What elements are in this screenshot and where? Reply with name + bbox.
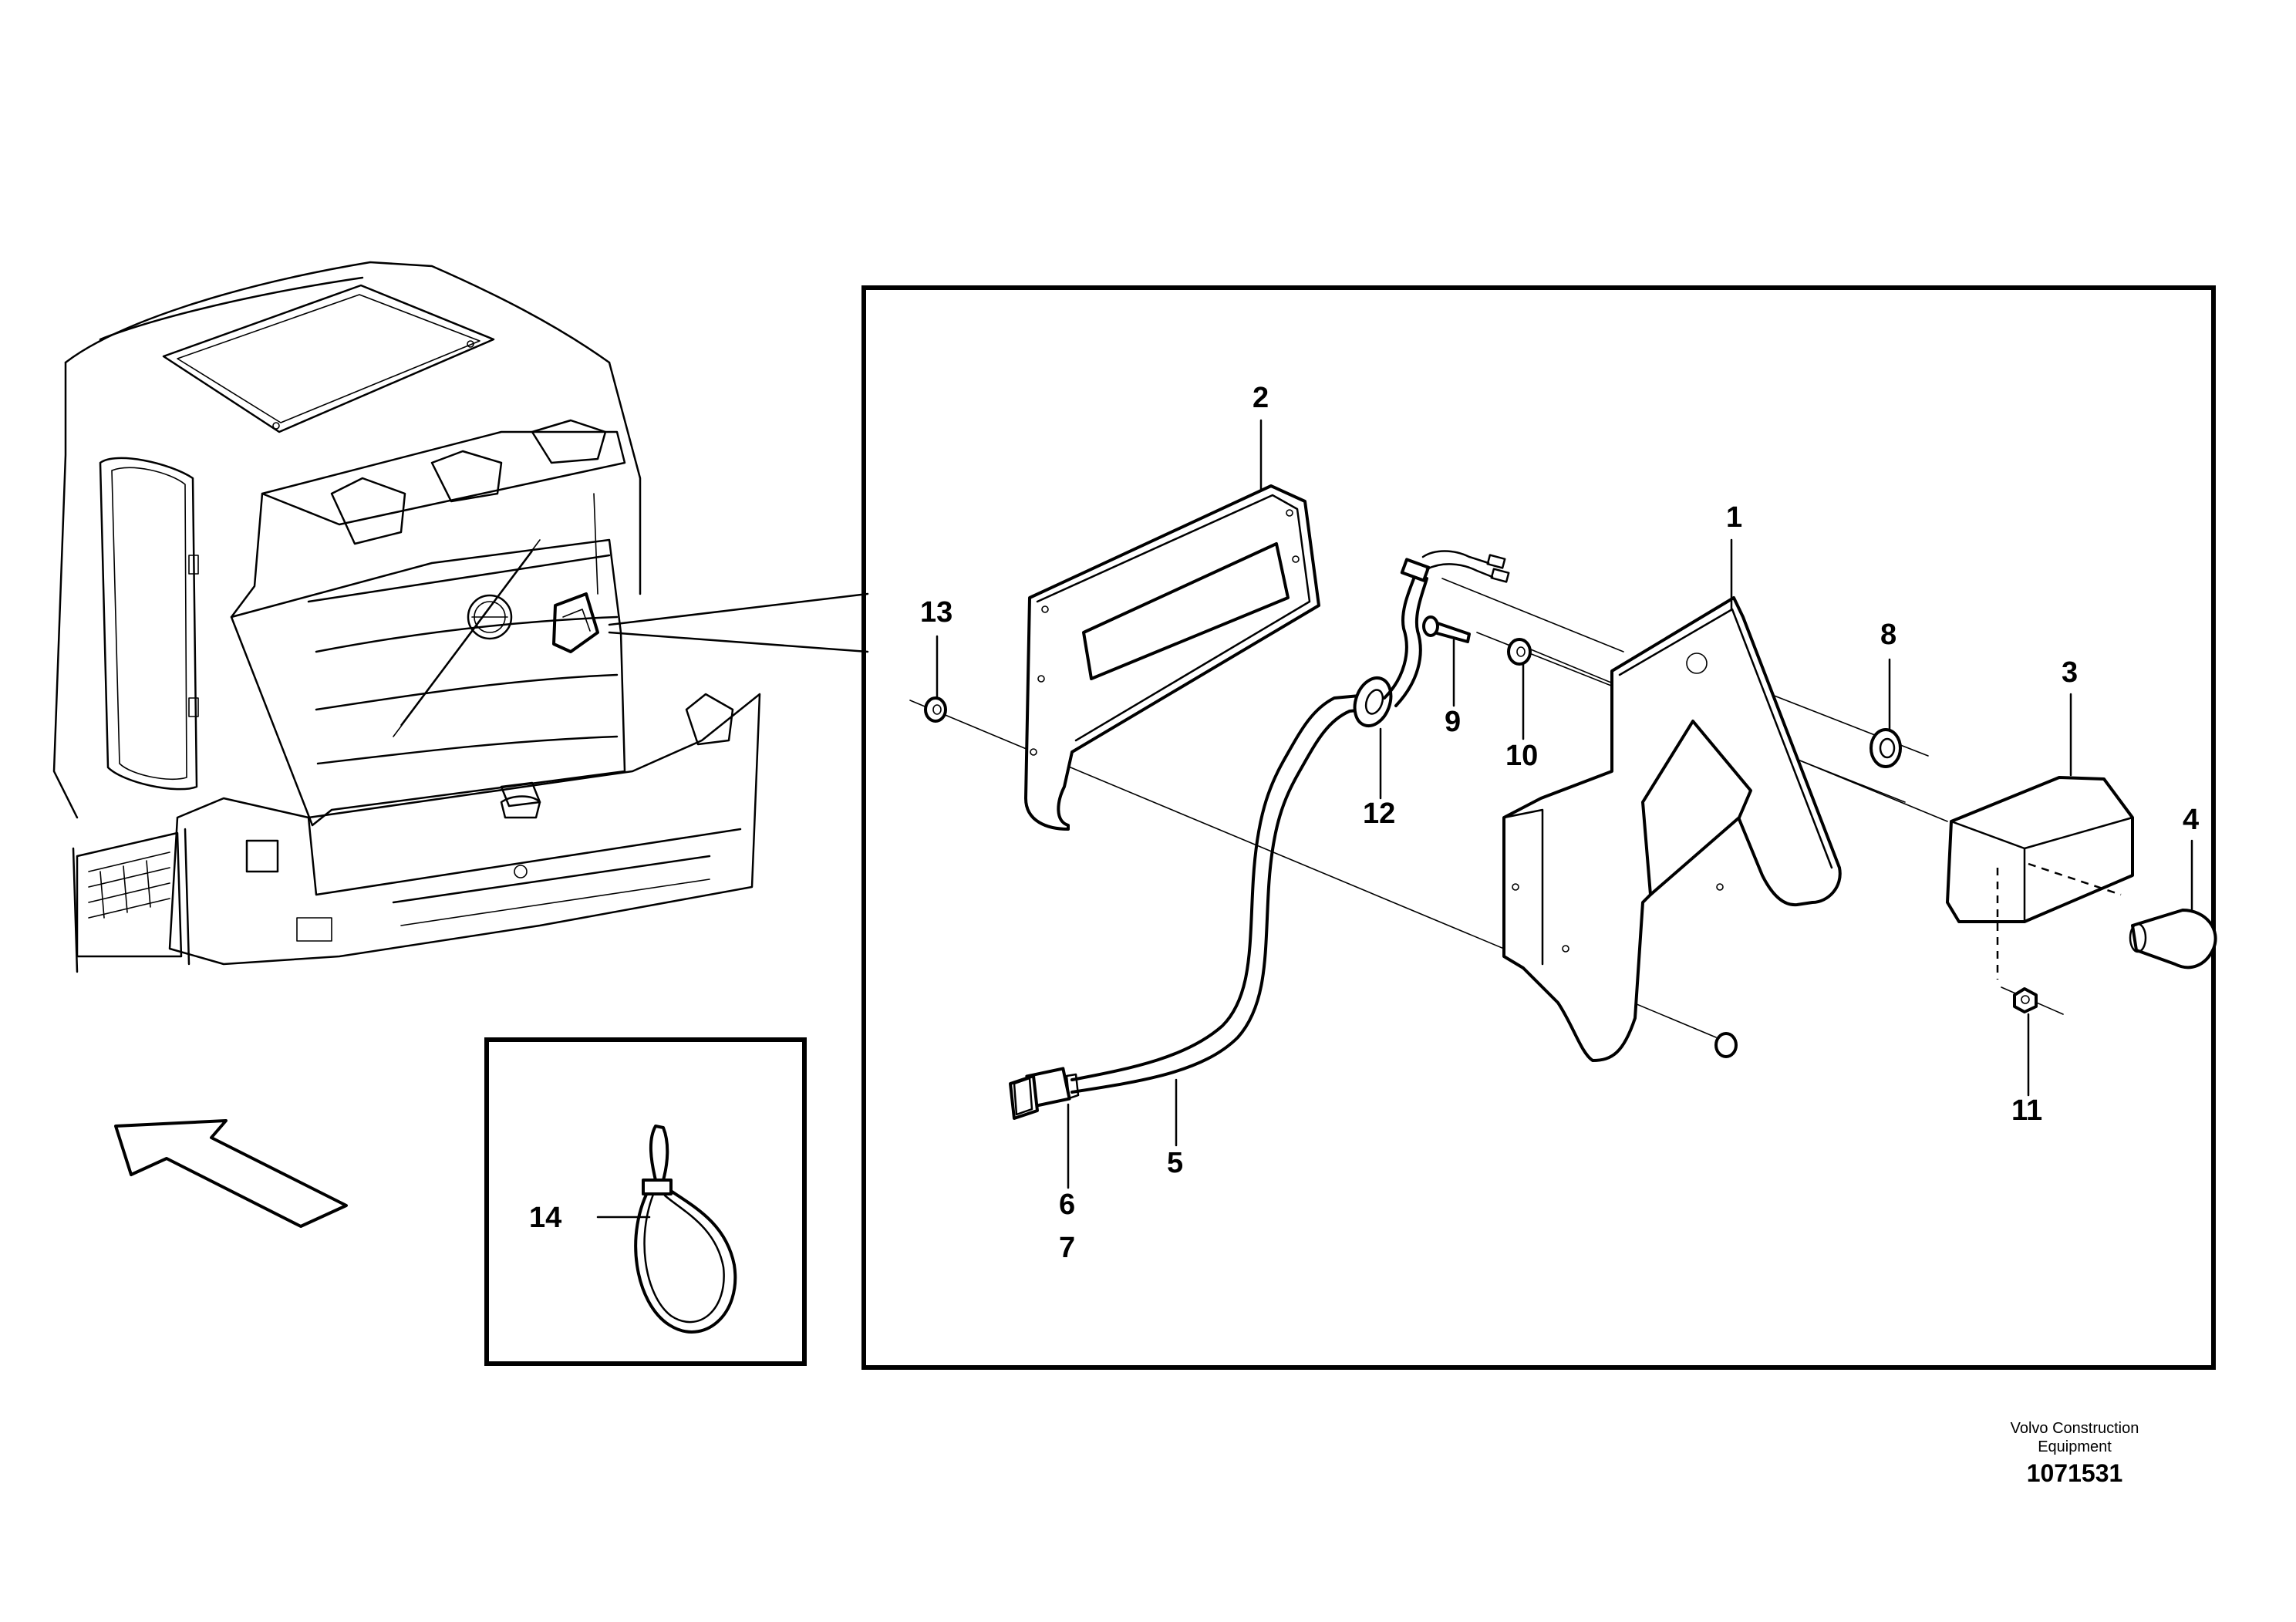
- callout-11: 11: [2011, 1094, 2042, 1127]
- callout-9: 9: [1445, 706, 1461, 738]
- callout-5: 5: [1167, 1147, 1183, 1179]
- detail-frame: [861, 285, 2216, 1370]
- callout-7: 7: [1059, 1232, 1075, 1264]
- callout-13: 13: [920, 596, 952, 629]
- part-2-frame-plate: [1024, 484, 1320, 831]
- callout-10: 10: [1505, 740, 1538, 772]
- part-5-cable-harness: [1009, 550, 1510, 1120]
- company-name-line1: Volvo Construction: [2010, 1420, 2139, 1437]
- callout-3: 3: [2062, 656, 2078, 689]
- direction-arrow: [114, 1119, 348, 1228]
- part-1-bracket: [1502, 596, 1842, 1062]
- callout-6: 6: [1059, 1189, 1075, 1221]
- callout-12: 12: [1363, 798, 1395, 830]
- part-3-lamp-housing: [1946, 776, 2134, 980]
- callout-4: 4: [2183, 804, 2199, 836]
- company-name-line2: Equipment: [2038, 1438, 2112, 1455]
- hardware-parts: [924, 615, 2038, 1058]
- footer-brand: Volvo Construction Equipment 1071531: [1974, 1419, 2175, 1488]
- machine-overview: [52, 261, 761, 973]
- callout-2: 2: [1253, 382, 1269, 414]
- cable-tie-inset: 14: [484, 1037, 807, 1366]
- callout-leaders: [936, 419, 2193, 1189]
- part-4-bulb: [2129, 909, 2217, 969]
- drawing-number: 1071531: [2026, 1459, 2123, 1487]
- callout-1: 1: [1726, 501, 1742, 534]
- callout-8: 8: [1880, 619, 1896, 651]
- detail-leader: [608, 592, 869, 653]
- callout-14: 14: [529, 1202, 561, 1234]
